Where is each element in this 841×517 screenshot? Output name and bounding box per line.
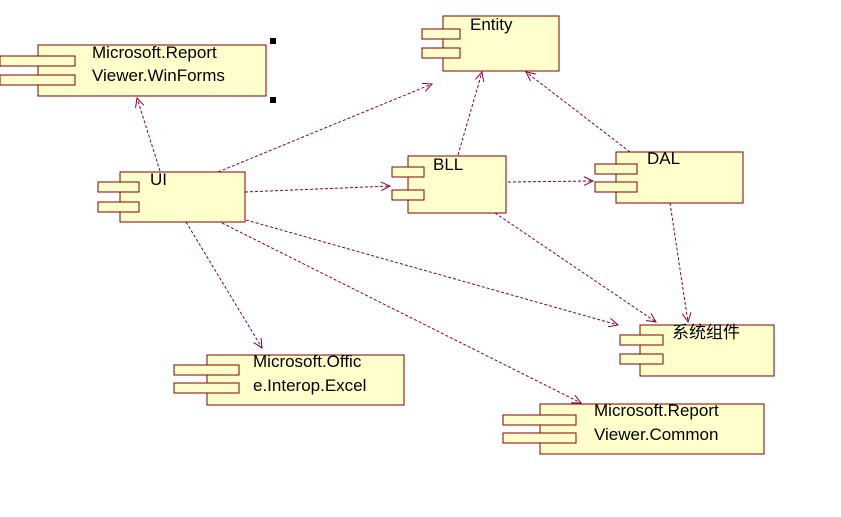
component-tab-icon <box>619 334 664 346</box>
selection-handle[interactable] <box>270 38 276 44</box>
component-tab-icon <box>421 47 461 59</box>
dependency-arrow-bll-to-system_components[interactable] <box>494 212 657 323</box>
component-entity[interactable]: Entity <box>421 15 560 72</box>
component-label-line2: e.Interop.Excel <box>253 376 366 395</box>
component-label: 系统组件 <box>672 323 740 342</box>
component-label-line1: Microsoft.Report <box>92 43 217 62</box>
dependency-line <box>217 83 433 173</box>
dependency-line <box>136 97 161 172</box>
dependency-arrow-bll-to-entity[interactable] <box>457 70 485 156</box>
component-tab-icon <box>502 414 577 426</box>
dependency-arrow-ui-to-office_interop_excel[interactable] <box>185 221 263 349</box>
component-tab-icon <box>502 432 577 444</box>
dependency-arrow-dal-to-entity[interactable] <box>525 71 631 153</box>
arrowhead-icon <box>570 394 583 404</box>
selection-handle[interactable] <box>270 97 276 103</box>
dependency-line <box>507 180 594 183</box>
arrowhead-icon <box>253 337 263 349</box>
component-label-line1: Microsoft.Offic <box>253 352 362 371</box>
component-label-line1: Microsoft.Report <box>594 401 719 420</box>
component-tab-icon <box>391 166 425 178</box>
dependency-arrow-bll-to-dal[interactable] <box>507 176 595 186</box>
dependency-line <box>185 221 263 349</box>
component-label: Entity <box>470 15 513 34</box>
component-dal[interactable]: DAL <box>594 149 744 204</box>
dependency-line <box>457 71 483 156</box>
arrowhead-icon <box>474 70 485 82</box>
component-tab-icon <box>0 74 76 86</box>
arrowhead-icon <box>681 312 692 324</box>
component-reportviewer-winforms[interactable]: Microsoft.Report Viewer.WinForms <box>0 38 276 103</box>
component-tab-icon <box>173 364 240 376</box>
arrowhead-icon <box>608 317 620 328</box>
component-body <box>615 151 744 204</box>
component-tab-icon <box>594 181 638 193</box>
dependency-line <box>245 219 619 326</box>
component-office-interop-excel[interactable]: Microsoft.Offic e.Interop.Excel <box>173 352 405 406</box>
component-bll[interactable]: BLL <box>391 155 507 214</box>
arrowhead-icon <box>421 82 434 92</box>
component-label-line2: Viewer.WinForms <box>92 66 225 85</box>
component-reportviewer-common[interactable]: Microsoft.Report Viewer.Common <box>502 401 765 455</box>
dependency-arrow-dal-to-system_components[interactable] <box>669 202 692 324</box>
component-tab-icon <box>97 201 140 213</box>
dependency-arrow-ui-to-bll[interactable] <box>244 181 392 193</box>
dependency-arrow-ui-to-system_components[interactable] <box>245 219 620 328</box>
component-label: BLL <box>433 155 463 174</box>
dependency-arrow-ui-to-reportviewer_winforms[interactable] <box>135 96 161 172</box>
component-system-components[interactable]: 系统组件 <box>619 323 775 377</box>
dependency-line <box>221 222 582 404</box>
arrowhead-icon <box>646 313 657 323</box>
arrowhead-icon <box>525 71 536 82</box>
component-body <box>407 155 507 214</box>
arrowhead-icon <box>380 181 392 192</box>
dependency-line <box>669 202 689 323</box>
component-label: UI <box>150 170 167 189</box>
arrowhead-icon <box>135 96 145 108</box>
component-tab-icon <box>173 382 240 394</box>
component-tab-icon <box>97 181 140 193</box>
component-body <box>442 15 560 72</box>
component-ui[interactable]: UI <box>97 170 246 223</box>
dependency-arrow-ui-to-reportviewer_common[interactable] <box>221 222 583 404</box>
component-body <box>119 171 246 223</box>
component-tab-icon <box>594 163 638 175</box>
dependency-line <box>525 71 631 153</box>
component-body <box>639 324 775 377</box>
component-label-line2: Viewer.Common <box>594 425 718 444</box>
dependency-line <box>494 212 657 323</box>
arrowhead-icon <box>583 176 595 186</box>
component-tab-icon <box>0 55 76 67</box>
component-body <box>37 44 267 97</box>
component-tab-icon <box>421 28 461 40</box>
dependency-line <box>244 185 391 193</box>
component-body <box>539 403 765 455</box>
component-label: DAL <box>647 149 680 168</box>
dependency-layer <box>135 70 692 404</box>
component-tab-icon <box>391 189 425 201</box>
dependency-arrow-ui-to-entity[interactable] <box>217 82 434 173</box>
component-body <box>206 354 405 406</box>
component-tab-icon <box>619 353 664 365</box>
